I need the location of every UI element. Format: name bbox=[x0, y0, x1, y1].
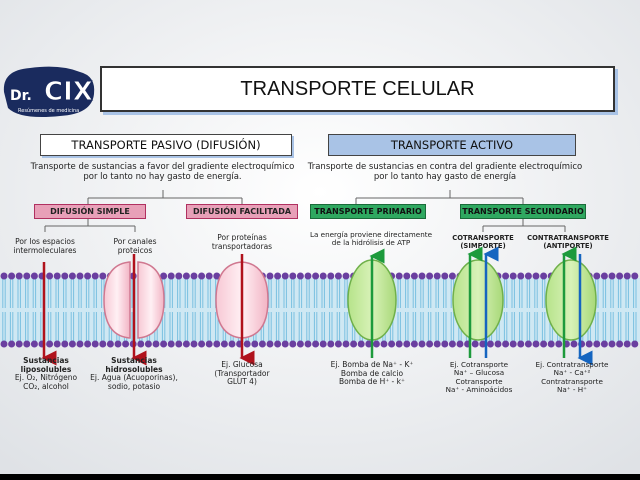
bombas-example-3: Bomba de H⁺ - k⁺ bbox=[320, 378, 424, 387]
svg-text:Resúmenes de medicina: Resúmenes de medicina bbox=[18, 107, 79, 114]
active-heading-text: TRANSPORTE ACTIVO bbox=[391, 138, 513, 152]
passive-description: Transporte de sustancias a favor del gra… bbox=[20, 163, 305, 183]
active-description: Transporte de sustancias en contra del g… bbox=[300, 163, 590, 183]
title-box: TRANSPORTE CELULAR bbox=[100, 66, 615, 112]
transporte-secundario-box: TRANSPORTE SECUNDARIO bbox=[460, 204, 586, 219]
difusion-facilitada-box: DIFUSIÓN FACILITADA bbox=[186, 204, 298, 219]
drcix-logo: CIX Dr. Resúmenes de medicina bbox=[0, 62, 100, 122]
difusion-simple-box: DIFUSIÓN SIMPLE bbox=[34, 204, 146, 219]
transporte-primario-box: TRANSPORTE PRIMARIO bbox=[310, 204, 426, 219]
passive-heading: TRANSPORTE PASIVO (DIFUSIÓN) bbox=[40, 134, 292, 156]
example-bombas: Ej. Bomba de Na⁺ - K⁺ Bomba de calcio Bo… bbox=[320, 361, 424, 387]
passive-desc-line2: por lo tanto no hay gasto de energía. bbox=[20, 173, 305, 183]
antiporter-protein bbox=[546, 260, 596, 340]
example-cotransporte: Ej. Cotransporte Na⁺ – Glucosa Cotranspo… bbox=[436, 361, 522, 394]
transporte-secundario-label: TRANSPORTE SECUNDARIO bbox=[462, 207, 584, 216]
active-heading: TRANSPORTE ACTIVO bbox=[328, 134, 576, 156]
page-title: TRANSPORTE CELULAR bbox=[240, 78, 474, 101]
svg-text:CIX: CIX bbox=[44, 77, 93, 107]
cotransporte-example-4: Na⁺ - Aminoácidos bbox=[436, 386, 522, 394]
difusion-facilitada-label: DIFUSIÓN FACILITADA bbox=[193, 207, 291, 216]
example-hidrosolubles: Sustancias hidrosolubles Ej. Agua (Acuop… bbox=[86, 357, 182, 392]
svg-text:Dr.: Dr. bbox=[10, 88, 32, 104]
contratransporte-example-4: Na⁺ - H⁺ bbox=[526, 386, 618, 394]
symporter-protein bbox=[453, 260, 503, 340]
example-contratransporte: Ej. Contratransporte Na⁺ - Ca⁺² Contratr… bbox=[526, 361, 618, 394]
liposolubles-example-2: CO₂, alcohol bbox=[2, 383, 90, 392]
passive-heading-text: TRANSPORTE PASIVO (DIFUSIÓN) bbox=[71, 138, 260, 152]
example-glucosa: Ej. Glucosa (Transportador GLUT 4) bbox=[200, 361, 284, 387]
active-desc-line2: por lo tanto hay gasto de energía bbox=[300, 173, 590, 183]
transporte-primario-label: TRANSPORTE PRIMARIO bbox=[314, 207, 422, 216]
glucosa-example-3: GLUT 4) bbox=[200, 378, 284, 387]
difusion-simple-label: DIFUSIÓN SIMPLE bbox=[50, 207, 130, 216]
example-liposolubles: Sustancias liposolubles Ej. O₂, Nitrógen… bbox=[2, 357, 90, 392]
hidrosolubles-example-2: sodio, potasio bbox=[86, 383, 182, 392]
